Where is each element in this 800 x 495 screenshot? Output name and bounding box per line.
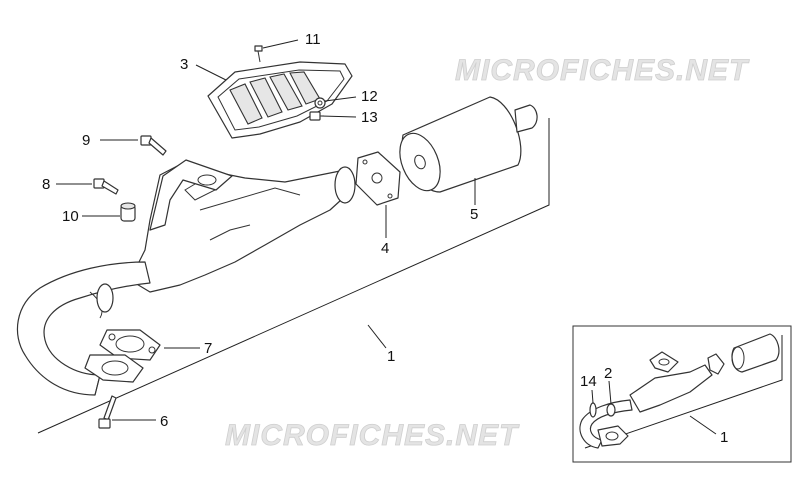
heat-shield <box>207 61 353 139</box>
inset-panel <box>572 325 792 463</box>
bolt-9 <box>140 135 167 156</box>
callout-6: 6 <box>160 413 168 430</box>
callout-11: 11 <box>305 31 321 48</box>
nut-12 <box>314 97 326 109</box>
bolt-6 <box>98 395 117 429</box>
muffler-body <box>129 159 356 293</box>
assembly-bracket <box>37 118 550 434</box>
inset-callout-1: 1 <box>720 429 728 446</box>
inset-callout-14: 14 <box>580 373 597 390</box>
callout-7: 7 <box>204 340 212 357</box>
callout-12: 12 <box>361 88 378 105</box>
inset-callout-2: 2 <box>604 365 612 382</box>
rubber-bush-10 <box>120 202 136 222</box>
callout-8: 8 <box>42 176 50 193</box>
callout-5: 5 <box>470 206 478 223</box>
screw-11 <box>254 45 263 63</box>
watermark-bottom: MICROFICHES.NET <box>225 419 520 452</box>
callout-1: 1 <box>387 348 395 365</box>
callout-9: 9 <box>82 132 90 149</box>
callout-4: 4 <box>381 240 389 257</box>
callout-3: 3 <box>180 56 188 73</box>
gasket-4 <box>355 151 401 206</box>
leader-lines <box>56 39 476 421</box>
silencer-5 <box>399 96 538 193</box>
exhaust-pipe <box>16 261 151 396</box>
callout-13: 13 <box>361 109 378 126</box>
watermark-top: MICROFICHES.NET <box>455 54 750 87</box>
bolt-8 <box>93 178 119 195</box>
flange-gasket-7 <box>84 329 161 383</box>
callout-10: 10 <box>62 208 79 225</box>
